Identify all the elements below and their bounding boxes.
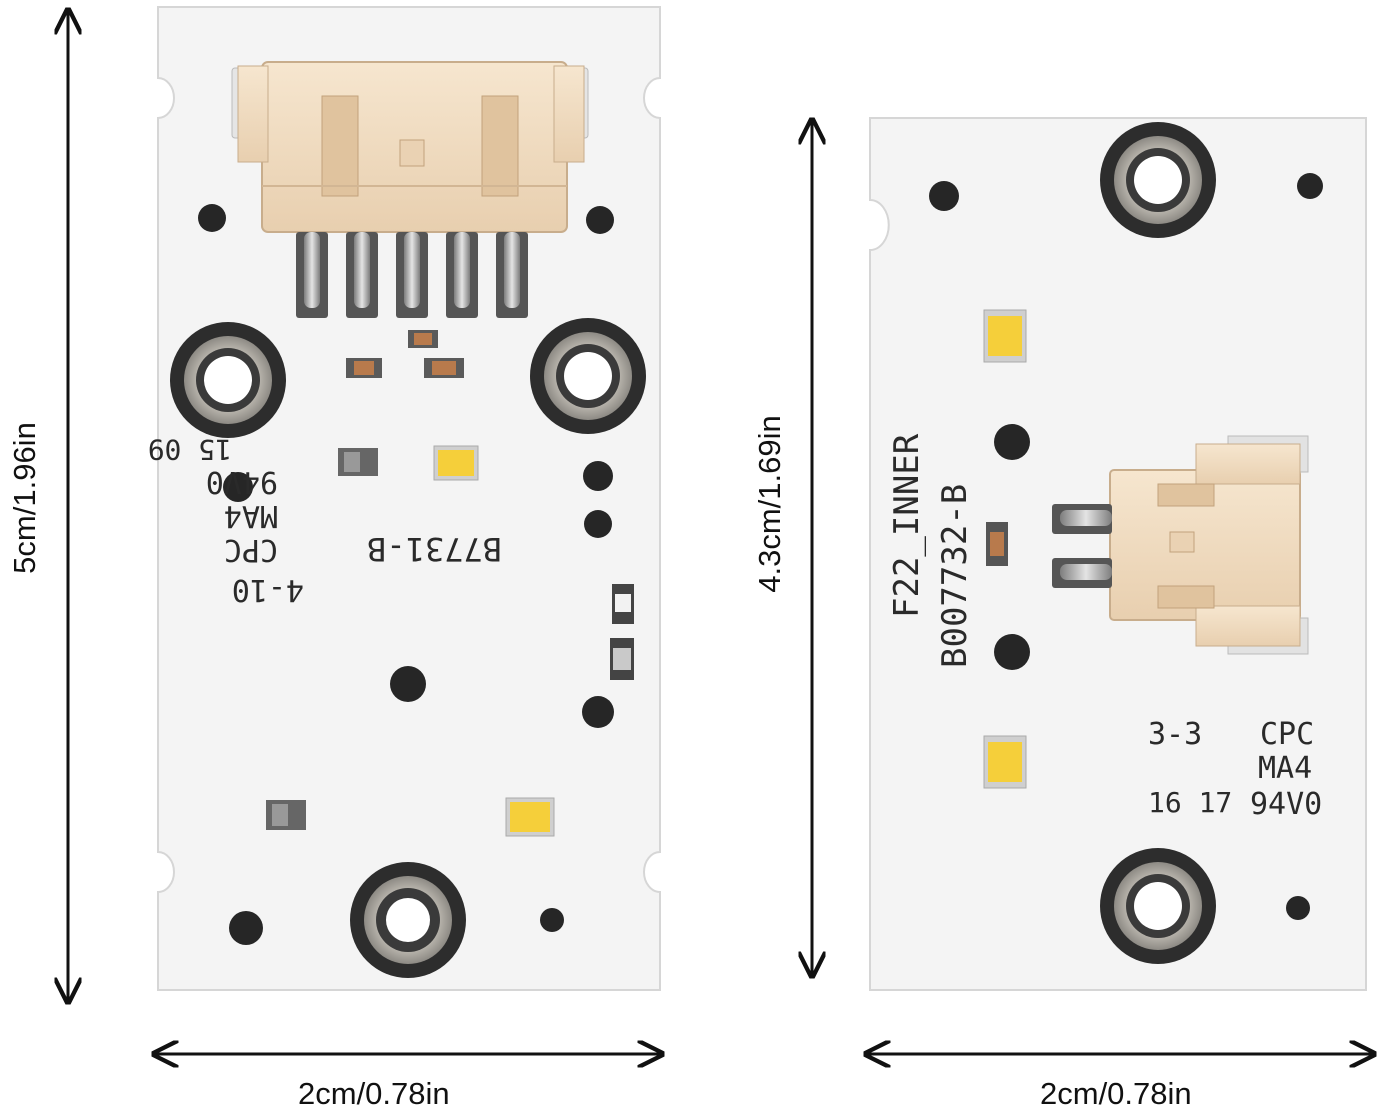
left-height-label: 5cm/1.96in bbox=[7, 422, 42, 574]
right-led-2 bbox=[983, 735, 1027, 789]
right-code-label: 3-3 bbox=[1148, 717, 1202, 752]
right-rating-label: 94V0 bbox=[1250, 787, 1322, 822]
right-height-label: 4.3cm/1.69in bbox=[752, 415, 787, 593]
right-vias bbox=[929, 173, 1323, 920]
left-board-outline bbox=[157, 6, 661, 991]
right-board-name: F22_INNER bbox=[887, 433, 927, 618]
right-date-label: 16 17 bbox=[1148, 786, 1232, 819]
right-led-1 bbox=[983, 309, 1027, 363]
left-silkscreen: B7731-B CPC MA4 94V0 4-10 15 09 bbox=[148, 433, 502, 607]
right-led-board: F22_INNER B007732-B 3-3 CPC MA4 16 17 94… bbox=[869, 117, 1367, 991]
left-mount-hole-3 bbox=[350, 862, 466, 978]
right-mount-hole-2 bbox=[1100, 848, 1216, 964]
right-cpc-label: CPC bbox=[1260, 717, 1314, 752]
right-connector bbox=[1109, 435, 1309, 655]
left-smd-components bbox=[266, 330, 634, 830]
right-part-number: B007732-B bbox=[935, 484, 975, 668]
left-rating-label: 94V0 bbox=[206, 464, 278, 499]
left-connector bbox=[231, 61, 589, 233]
left-date-label: 15 09 bbox=[148, 433, 232, 466]
left-led-board: B7731-B CPC MA4 94V0 4-10 15 09 bbox=[148, 6, 661, 991]
right-mount-hole-1 bbox=[1100, 122, 1216, 238]
left-ma4-label: MA4 bbox=[224, 498, 278, 533]
left-mount-hole-1 bbox=[170, 322, 286, 438]
left-vias bbox=[198, 204, 614, 945]
left-connector-pins bbox=[296, 232, 528, 318]
right-connector-pins bbox=[1052, 504, 1112, 588]
left-led-2 bbox=[505, 797, 555, 837]
right-smd-components bbox=[986, 522, 1008, 566]
right-ma4-label: MA4 bbox=[1258, 751, 1312, 786]
left-part-number: B7731-B bbox=[367, 530, 502, 568]
left-led-1 bbox=[433, 445, 479, 481]
left-code-label: 4-10 bbox=[232, 572, 304, 607]
left-width-label: 2cm/0.78in bbox=[298, 1076, 450, 1111]
left-cpc-label: CPC bbox=[224, 532, 278, 567]
left-mount-hole-2 bbox=[530, 318, 646, 434]
right-width-label: 2cm/0.78in bbox=[1040, 1076, 1192, 1111]
